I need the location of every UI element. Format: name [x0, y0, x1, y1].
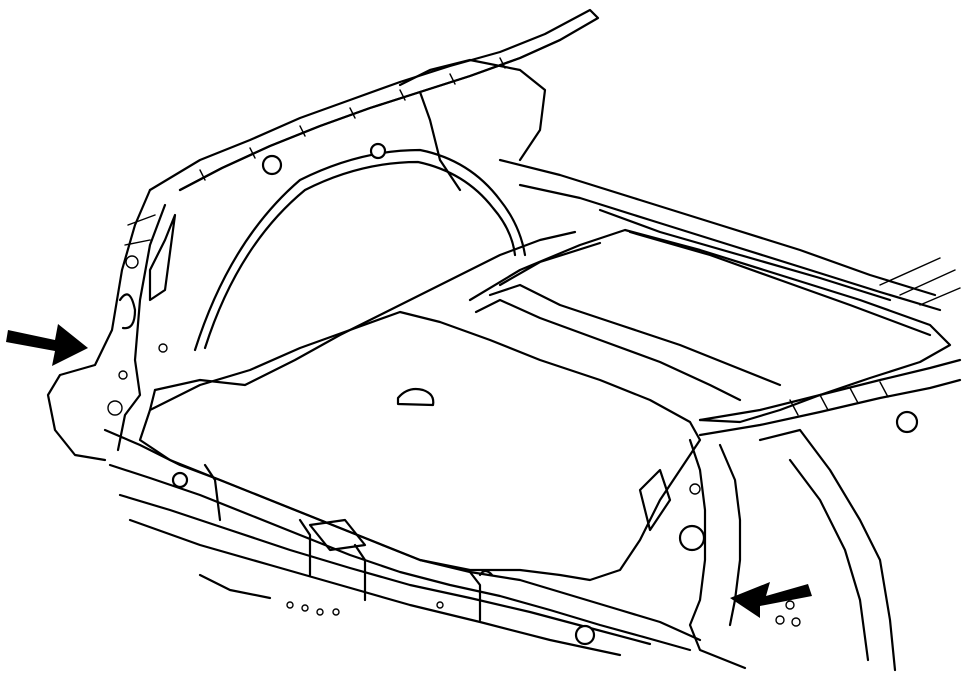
rear-end-panel — [103, 428, 702, 657]
package-shelf-top-rail — [148, 8, 600, 192]
trunk-floor-pan — [138, 310, 702, 582]
right-quarter-inner-panel — [638, 428, 897, 672]
rear-compartment-pan — [468, 228, 952, 424]
callout-arrow-right — [730, 582, 812, 618]
left-wheelhouse-arch — [193, 142, 527, 352]
right-shelf-ribbing — [698, 358, 962, 437]
right-floor-rails — [498, 158, 961, 312]
callout-arrow-left — [6, 324, 88, 366]
trunk-floor-front-section — [148, 230, 577, 412]
left-quarter-inner-panel — [46, 188, 177, 462]
